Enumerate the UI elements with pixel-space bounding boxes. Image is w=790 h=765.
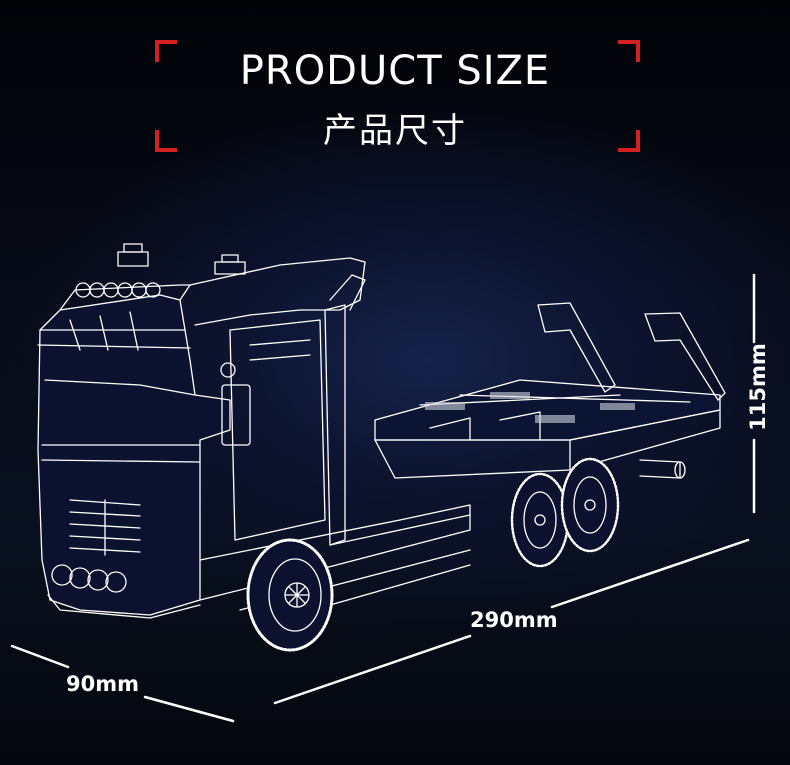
cab-icon xyxy=(37,243,366,619)
corner-bracket-bottom-left xyxy=(155,130,177,152)
corner-bracket-top-right xyxy=(618,40,640,62)
rear-wheels-icon xyxy=(510,457,620,568)
corner-bracket-bottom-right xyxy=(618,130,640,152)
width-label: 90mm xyxy=(66,672,139,696)
width-dimension-line-left xyxy=(10,644,70,669)
front-wheel-icon xyxy=(246,538,334,652)
page-subtitle: 产品尺寸 xyxy=(323,111,467,151)
length-dimension-line-right xyxy=(550,538,750,609)
corner-bracket-top-left xyxy=(155,40,177,62)
length-label: 290mm xyxy=(470,608,558,632)
page-title: PRODUCT SIZE xyxy=(239,48,551,94)
width-dimension-line-right xyxy=(143,695,235,723)
length-dimension-line-left xyxy=(273,634,472,705)
flatbed-icon xyxy=(374,302,726,479)
height-label: 115mm xyxy=(746,343,770,431)
